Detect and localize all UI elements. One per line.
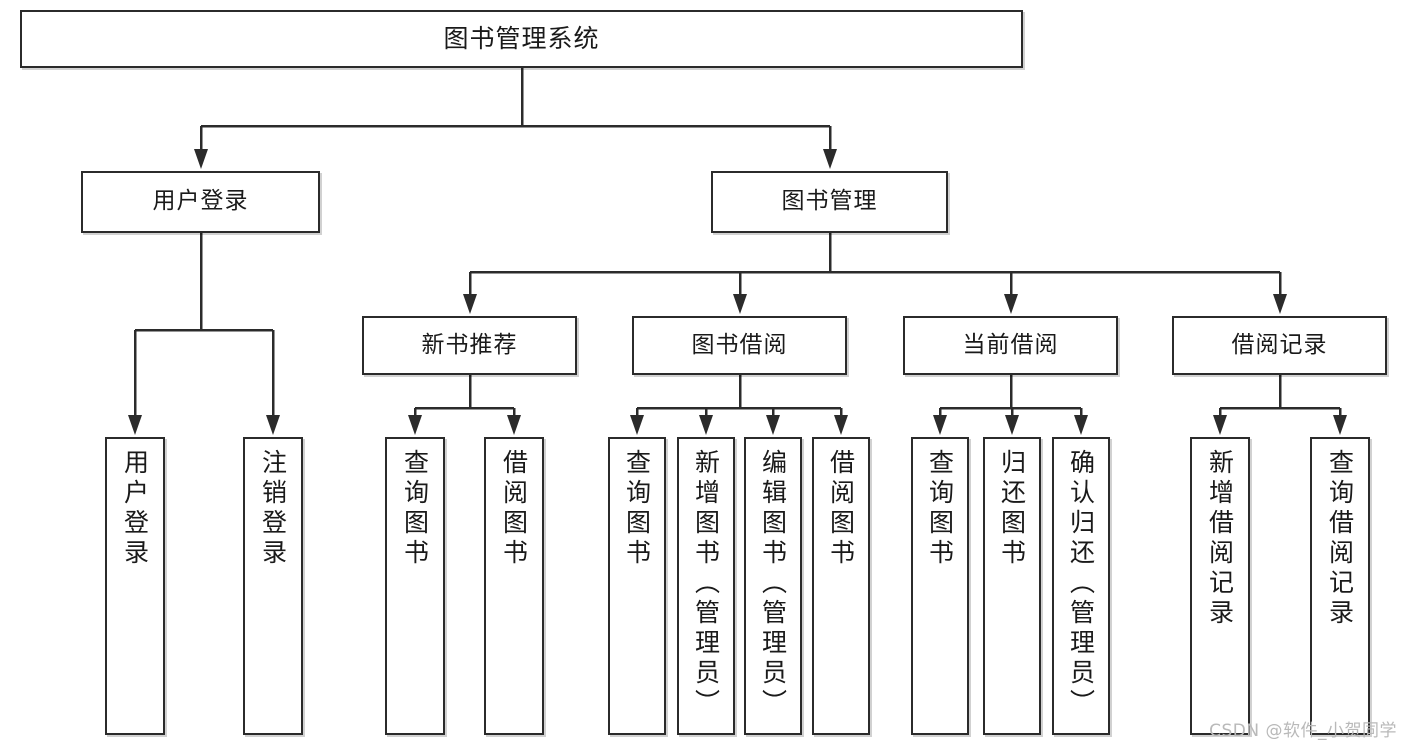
node-l-add-record[interactable]: 新增借阅记录	[1190, 437, 1250, 735]
node-label: 新增图书（管理员）	[691, 449, 721, 719]
node-label: 借阅记录	[1231, 331, 1328, 358]
node-l-query-book-1[interactable]: 查询图书	[385, 437, 445, 735]
node-n-record[interactable]: 借阅记录	[1172, 316, 1387, 375]
node-label: 图书管理	[781, 188, 878, 215]
node-label: 新增借阅记录	[1205, 449, 1235, 629]
node-label: 图书管理系统	[443, 24, 600, 54]
node-label: 查询图书	[925, 449, 955, 569]
node-l-query-book-2[interactable]: 查询图书	[608, 437, 666, 735]
node-n-current[interactable]: 当前借阅	[903, 316, 1118, 375]
node-label: 确认归还（管理员）	[1066, 449, 1096, 719]
node-l-edit-book[interactable]: 编辑图书（管理员）	[744, 437, 802, 735]
node-label: 查询借阅记录	[1325, 449, 1355, 629]
watermark-text: CSDN @软件_小贺同学	[1209, 721, 1397, 741]
node-label: 查询图书	[622, 449, 652, 569]
node-l-query-book-3[interactable]: 查询图书	[911, 437, 969, 735]
node-label: 注销登录	[258, 449, 288, 569]
node-label: 新书推荐	[421, 331, 518, 358]
node-label: 借阅图书	[499, 449, 529, 569]
node-label: 当前借阅	[962, 331, 1059, 358]
node-l-borrow-book-1[interactable]: 借阅图书	[484, 437, 544, 735]
node-label: 用户登录	[152, 188, 249, 215]
node-root[interactable]: 图书管理系统	[20, 10, 1023, 68]
node-l-confirm-return[interactable]: 确认归还（管理员）	[1052, 437, 1110, 735]
node-label: 编辑图书（管理员）	[758, 449, 788, 719]
node-label: 查询图书	[400, 449, 430, 569]
node-label: 图书借阅	[691, 331, 788, 358]
node-label: 归还图书	[997, 449, 1027, 569]
node-l-borrow-book-2[interactable]: 借阅图书	[812, 437, 870, 735]
node-n-user-login[interactable]: 用户登录	[81, 171, 320, 233]
node-l-logout[interactable]: 注销登录	[243, 437, 303, 735]
node-l-return-book[interactable]: 归还图书	[983, 437, 1041, 735]
node-label: 借阅图书	[826, 449, 856, 569]
node-label: 用户登录	[120, 449, 150, 569]
node-l-add-book[interactable]: 新增图书（管理员）	[677, 437, 735, 735]
node-n-book-mgmt[interactable]: 图书管理	[711, 171, 948, 233]
node-n-new-book[interactable]: 新书推荐	[362, 316, 577, 375]
node-l-user-login[interactable]: 用户登录	[105, 437, 165, 735]
node-n-borrow[interactable]: 图书借阅	[632, 316, 847, 375]
node-l-query-record[interactable]: 查询借阅记录	[1310, 437, 1370, 735]
